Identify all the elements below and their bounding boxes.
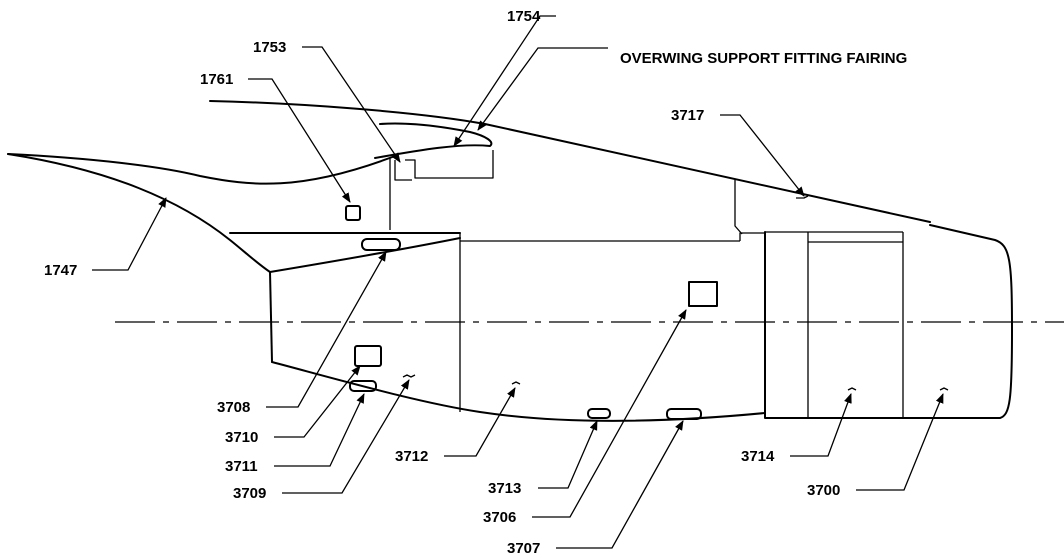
callout-3706: 3706 <box>483 509 516 526</box>
leader-1754 <box>453 15 556 147</box>
leader-3714 <box>790 393 852 457</box>
callout-3713: 3713 <box>488 480 521 497</box>
callout-1747: 1747 <box>44 262 77 279</box>
leader-3711 <box>274 393 365 467</box>
callout-3714: 3714 <box>741 448 775 465</box>
fairing-box <box>405 150 494 179</box>
leader-1761 <box>248 78 351 203</box>
leader-title <box>477 47 608 131</box>
inlet-cowl-upper <box>7 153 396 185</box>
panel-3707 <box>666 408 702 420</box>
diagram-title: OVERWING SUPPORT FITTING FAIRING <box>620 50 907 67</box>
overwing-fairing <box>374 122 493 159</box>
panel-3711 <box>349 380 377 392</box>
fastener-3714 <box>847 387 857 391</box>
leader-3707 <box>556 420 684 549</box>
wing-upper-surface <box>209 100 931 223</box>
leader-1753 <box>302 46 401 163</box>
panel-3713 <box>587 408 611 419</box>
panel-3710 <box>354 345 382 367</box>
leader-3712 <box>444 387 516 457</box>
callout-3707: 3707 <box>507 540 540 557</box>
callout-3710: 3710 <box>225 429 258 446</box>
callout-3712: 3712 <box>395 448 428 465</box>
panel-divider-2 <box>734 180 743 235</box>
callout-3709: 3709 <box>233 485 266 502</box>
fastener-3700 <box>939 387 949 391</box>
fairing-step <box>394 160 412 181</box>
leader-3709 <box>282 379 410 494</box>
inlet-cowl-curve <box>7 153 271 273</box>
fastener-3717 <box>796 195 809 199</box>
leader-3710 <box>274 365 361 438</box>
leader-3708 <box>266 251 387 408</box>
callout-1753: 1753 <box>253 39 286 56</box>
callout-1754: 1754 <box>507 8 541 25</box>
nacelle-body-top <box>269 237 461 273</box>
nacelle-upper-line-3 <box>739 232 765 241</box>
nacelle-lower-curve <box>271 361 766 422</box>
leader-3706 <box>532 309 687 518</box>
fastener-3712 <box>511 381 521 385</box>
panel-3708 <box>361 238 401 251</box>
leader-3713 <box>538 420 598 489</box>
panel-3706 <box>688 281 718 307</box>
callout-1761: 1761 <box>200 71 233 88</box>
callout-3708: 3708 <box>217 399 250 416</box>
leader-1747 <box>92 197 167 271</box>
callout-3711: 3711 <box>225 458 258 475</box>
leader-3700 <box>856 393 944 491</box>
leader-3717 <box>720 114 805 197</box>
nacelle-front-edge <box>269 271 273 363</box>
panel-1761 <box>345 205 361 221</box>
fastener-3709 <box>402 374 416 378</box>
aft-cowl-box <box>764 224 1013 419</box>
callout-3717: 3717 <box>671 107 704 124</box>
callout-3700: 3700 <box>807 482 840 499</box>
